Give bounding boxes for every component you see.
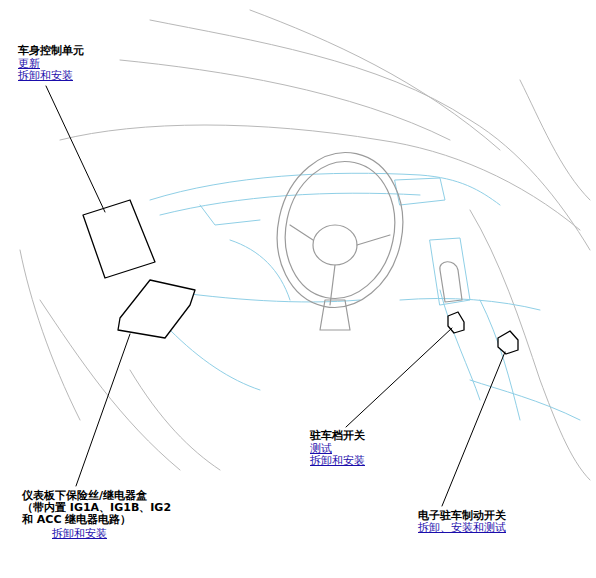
- link-text: 拆卸、安装和测试: [418, 522, 506, 534]
- steering-wheel: [263, 141, 417, 330]
- link-text: 拆卸和安装: [310, 455, 365, 467]
- link-text: 测试: [310, 443, 332, 455]
- link-text: 拆卸和安装: [52, 528, 107, 540]
- shift-lever: [440, 262, 462, 302]
- leader-line: [46, 86, 505, 506]
- link-text: 更新: [18, 58, 40, 70]
- dashboard-outline: [150, 173, 580, 420]
- body-control-unit: [83, 200, 155, 278]
- part-name: 仪表板下保险丝/继电器盒: [22, 490, 147, 502]
- part-name: 电子驻车制动开关: [418, 510, 506, 522]
- epb-switch: [498, 331, 518, 354]
- part-note: （带内置 IG1A、IG1B、IG2 和 ACC 继电器电路）: [22, 502, 172, 526]
- part-name: 驻车档开关: [310, 430, 365, 442]
- part-name: 车身控制单元: [18, 45, 84, 57]
- link-text: 拆卸和安装: [18, 70, 73, 82]
- body-outline: [20, 10, 590, 480]
- fuse-relay-box: [118, 280, 195, 338]
